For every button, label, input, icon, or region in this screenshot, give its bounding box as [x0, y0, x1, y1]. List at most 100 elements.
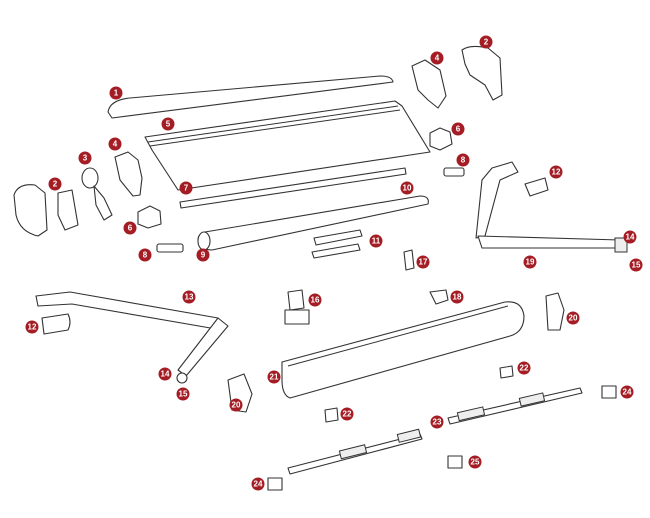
callout-badge: 4	[430, 51, 444, 65]
callout-badge: 8	[138, 248, 152, 262]
svg-text:22: 22	[520, 364, 529, 373]
svg-text:22: 22	[343, 410, 352, 419]
part-arm-left	[35, 291, 229, 384]
callout-badge: 10	[400, 181, 414, 195]
part-rail-upper	[447, 387, 583, 425]
svg-text:13: 13	[185, 293, 194, 302]
svg-text:5: 5	[166, 120, 171, 129]
svg-text:24: 24	[623, 388, 632, 397]
part-24-left	[267, 477, 283, 491]
part-16	[284, 289, 310, 325]
callout-badge: 1	[109, 86, 123, 100]
callout-badge: 8	[456, 153, 470, 167]
callout-badge: 2	[479, 35, 493, 49]
part-clip-right	[429, 127, 453, 151]
callout-badge: 21	[267, 370, 281, 384]
callout-badge: 2	[48, 177, 62, 191]
svg-text:4: 4	[435, 54, 440, 63]
part-end-cap-right	[461, 45, 503, 101]
svg-text:12: 12	[552, 168, 561, 177]
svg-text:11: 11	[372, 237, 381, 246]
callout-badge: 17	[416, 255, 430, 269]
svg-text:6: 6	[456, 125, 461, 134]
callout-badge: 11	[369, 234, 383, 248]
part-24-right	[601, 385, 617, 399]
part-strip	[179, 167, 407, 209]
callout-badge: 23	[430, 415, 444, 429]
part-cap-12-right	[524, 177, 549, 197]
part-spool	[81, 167, 113, 221]
part-22-right	[499, 365, 514, 379]
part-top-cover	[107, 75, 394, 119]
callout-badge: 25	[468, 455, 482, 469]
part-bracket-right	[411, 59, 447, 109]
callout-badge: 24	[251, 477, 265, 491]
svg-text:10: 10	[403, 184, 412, 193]
svg-text:8: 8	[461, 156, 466, 165]
svg-text:2: 2	[484, 38, 489, 47]
svg-text:2: 2	[53, 180, 58, 189]
part-cassette	[281, 301, 525, 399]
callout-badge: 18	[450, 290, 464, 304]
part-pin-right	[443, 167, 465, 177]
callout-badge: 13	[182, 290, 196, 304]
svg-text:24: 24	[254, 480, 263, 489]
callout-badge: 24	[620, 385, 634, 399]
part-front-bar	[197, 195, 429, 251]
callout-badge: 19	[523, 255, 537, 269]
callout-badge: 6	[451, 122, 465, 136]
part-clip-left	[137, 205, 162, 229]
svg-text:9: 9	[201, 251, 206, 260]
callout-badges: 1 2 4 5 6 4 3 8 2 7 10 12 6 11 8 9 14 15…	[25, 35, 643, 491]
part-17	[403, 249, 415, 271]
callout-badge: 15	[629, 258, 643, 272]
callout-badge: 20	[566, 311, 580, 325]
part-25	[447, 455, 463, 469]
callout-badge: 12	[549, 165, 563, 179]
svg-text:8: 8	[143, 251, 148, 260]
svg-text:20: 20	[232, 401, 241, 410]
svg-text:23: 23	[433, 418, 442, 427]
part-cap-12-left	[41, 313, 71, 335]
part-pin-left	[156, 243, 184, 253]
part-rail-lower	[287, 428, 423, 475]
callout-badge: 5	[161, 117, 175, 131]
part-profile	[144, 100, 431, 191]
callout-badge: 12	[25, 320, 39, 334]
callout-badge: 14	[623, 230, 637, 244]
part-end-cap-left	[13, 184, 79, 237]
callout-badge: 9	[196, 248, 210, 262]
callout-badge: 22	[340, 407, 354, 421]
callout-badge: 3	[78, 151, 92, 165]
svg-text:16: 16	[311, 296, 320, 305]
callout-badge: 14	[158, 367, 172, 381]
callout-badge: 4	[108, 137, 122, 151]
svg-text:6: 6	[128, 224, 133, 233]
svg-text:25: 25	[471, 458, 480, 467]
callout-badge: 22	[517, 361, 531, 375]
svg-text:14: 14	[161, 370, 170, 379]
svg-text:3: 3	[83, 154, 88, 163]
part-cap-20-right	[545, 292, 565, 331]
svg-text:19: 19	[526, 258, 535, 267]
callout-badge: 20	[229, 398, 243, 412]
svg-text:7: 7	[184, 184, 189, 193]
part-rail-clips	[311, 229, 363, 259]
svg-text:20: 20	[569, 314, 578, 323]
svg-text:17: 17	[419, 258, 428, 267]
svg-text:18: 18	[453, 293, 462, 302]
callout-badge: 6	[123, 221, 137, 235]
part-arm-right	[475, 161, 628, 253]
svg-text:4: 4	[113, 140, 118, 149]
part-bracket-left	[114, 151, 143, 197]
svg-text:15: 15	[179, 390, 188, 399]
svg-text:15: 15	[632, 261, 641, 270]
callout-badge: 7	[179, 181, 193, 195]
callout-badge: 15	[176, 387, 190, 401]
part-22-left	[324, 407, 339, 423]
svg-text:14: 14	[626, 233, 635, 242]
callout-badge: 16	[308, 293, 322, 307]
svg-text:21: 21	[270, 373, 279, 382]
svg-text:12: 12	[28, 323, 37, 332]
